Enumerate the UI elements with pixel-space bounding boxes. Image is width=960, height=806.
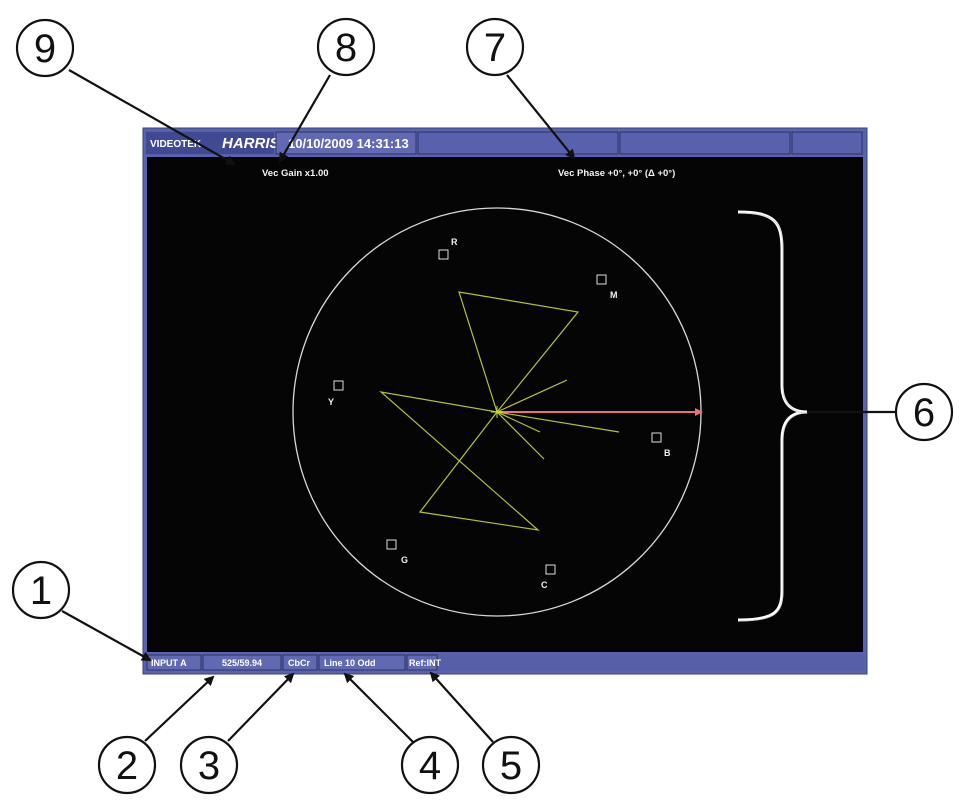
status-seg-line <box>318 654 406 671</box>
trace-spur-2 <box>496 411 620 433</box>
target-box-g <box>386 539 397 550</box>
callout-5: 5 <box>481 735 541 795</box>
target-box-y <box>333 380 344 391</box>
target-box-r <box>438 249 449 260</box>
brand-logo: HARRIS <box>222 135 280 152</box>
pointer-7 <box>506 74 576 160</box>
callout-number-3: 3 <box>198 744 220 788</box>
callout-3: 3 <box>179 735 239 795</box>
target-label-b: B <box>664 448 671 458</box>
callout-1: 1 <box>11 560 71 620</box>
trace-center-cross <box>491 406 503 418</box>
status-seg-ref <box>406 654 438 671</box>
logo-area <box>146 132 274 154</box>
status-input: INPUT A <box>151 658 187 668</box>
status-seg-format <box>202 654 282 671</box>
target-label-y: Y <box>328 397 334 407</box>
vec-phase-readout: Vec Phase +0°, +0° (Δ +0°) <box>558 168 675 179</box>
status-format: 525/59.94 <box>222 658 262 668</box>
target-box-b <box>651 432 662 443</box>
top-bar: VIDEOTEK HARRIS 10/10/2009 14:31:13 <box>145 131 865 155</box>
datetime-segment <box>275 131 417 155</box>
callout-number-8: 8 <box>335 26 357 70</box>
target-label-c: C <box>541 580 548 590</box>
pointer-1 <box>61 610 152 661</box>
target-label-r: R <box>451 237 458 247</box>
callout-number-1: 1 <box>30 569 52 613</box>
status-ref: Ref:INT <box>409 658 441 668</box>
top-bar-segment-empty-3 <box>791 131 863 155</box>
callout-4: 4 <box>400 735 460 795</box>
pointer-8 <box>278 74 331 163</box>
status-component: CbCr <box>288 658 310 668</box>
callout-number-9: 9 <box>34 27 56 71</box>
top-bar-segment-empty-1 <box>417 131 619 155</box>
vectorscope-display <box>147 157 863 652</box>
callout-7: 7 <box>465 17 525 77</box>
callout-number-2: 2 <box>116 744 138 788</box>
target-box-c <box>545 564 556 575</box>
trace-spur-3 <box>496 411 545 460</box>
callout-number-4: 4 <box>419 744 441 788</box>
pointer-4 <box>343 672 414 743</box>
callout-9: 9 <box>15 18 75 78</box>
callout-6: 6 <box>894 382 954 442</box>
status-line: Line 10 Odd <box>324 658 376 668</box>
callout-8: 8 <box>316 17 376 77</box>
chroma-trace <box>379 291 620 531</box>
trace-spur-1 <box>496 379 568 413</box>
pointer-9 <box>68 69 236 165</box>
datetime-text: 10/10/2009 14:31:13 <box>288 136 409 151</box>
callout-number-5: 5 <box>500 744 522 788</box>
color-targets: R M Y B G C <box>328 237 671 590</box>
target-box-m <box>596 274 607 285</box>
status-seg-component <box>282 654 318 671</box>
pointer-3 <box>227 672 295 742</box>
trace-spur-4 <box>496 411 541 433</box>
status-bar: INPUT A 525/59.94 CbCr Line 10 Odd Ref:I… <box>145 654 865 671</box>
top-bar-segment-empty-2 <box>619 131 791 155</box>
pointer-5 <box>429 671 494 743</box>
pointer-2 <box>144 675 215 742</box>
callout-pointers <box>61 69 897 743</box>
target-label-g: G <box>401 555 408 565</box>
trace-path-main <box>379 291 580 531</box>
status-seg-input <box>146 654 202 671</box>
vec-gain-readout: Vec Gain x1.00 <box>262 168 329 179</box>
callout-number-7: 7 <box>484 26 506 70</box>
vendor-logo: VIDEOTEK <box>150 139 202 150</box>
callout-2: 2 <box>97 735 157 795</box>
callout-number-6: 6 <box>913 391 935 435</box>
target-label-m: M <box>610 290 618 300</box>
